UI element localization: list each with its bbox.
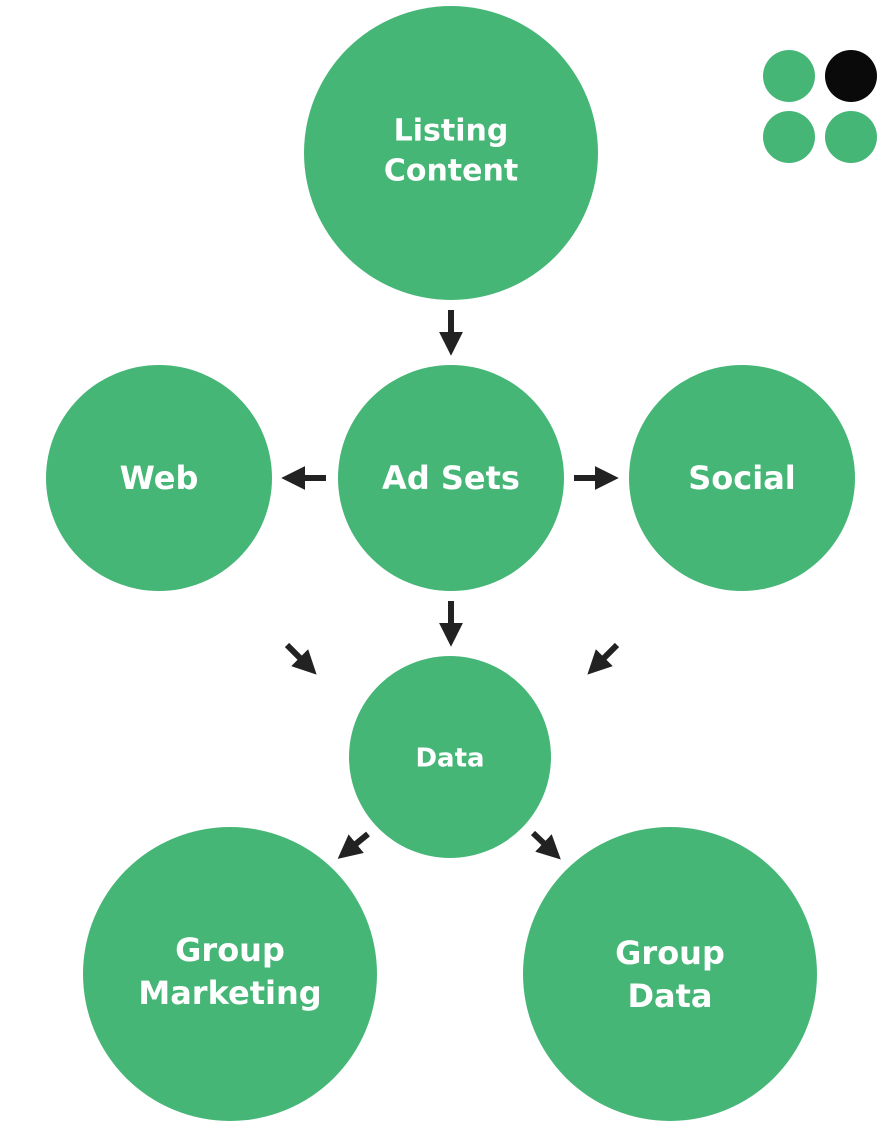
- node-social: Social: [629, 365, 855, 591]
- logo-dot: [763, 111, 815, 163]
- node-ad-sets: Ad Sets: [338, 365, 564, 591]
- arrow-data-to-group-marketing: [337, 831, 370, 859]
- logo-dot: [825, 111, 877, 163]
- node-listing-content-line2: Content: [384, 154, 518, 189]
- node-data: Data: [349, 656, 551, 858]
- node-group-marketing-line2: Marketing: [138, 974, 321, 1012]
- node-social-label: Social: [688, 459, 796, 497]
- logo-dot: [763, 50, 815, 102]
- arrow-web-to-data: [284, 642, 317, 675]
- node-group-data-line1: Group: [615, 934, 725, 972]
- logo-dot: [825, 50, 877, 102]
- node-group-data: Group Data: [523, 827, 817, 1121]
- node-data-label: Data: [415, 744, 484, 774]
- arrow-social-to-data: [587, 642, 620, 675]
- node-group-data-line2: Data: [627, 977, 712, 1015]
- node-ad-sets-label: Ad Sets: [382, 459, 520, 497]
- arrow-data-to-group-data: [530, 830, 561, 860]
- four-dot-logo-icon: [763, 50, 877, 163]
- node-group-marketing: Group Marketing: [83, 827, 377, 1121]
- node-group-marketing-line1: Group: [175, 931, 285, 969]
- node-web: Web: [46, 365, 272, 591]
- node-listing-content-line1: Listing: [394, 114, 509, 149]
- node-web-label: Web: [120, 459, 199, 497]
- node-listing-content: Listing Content: [304, 6, 598, 300]
